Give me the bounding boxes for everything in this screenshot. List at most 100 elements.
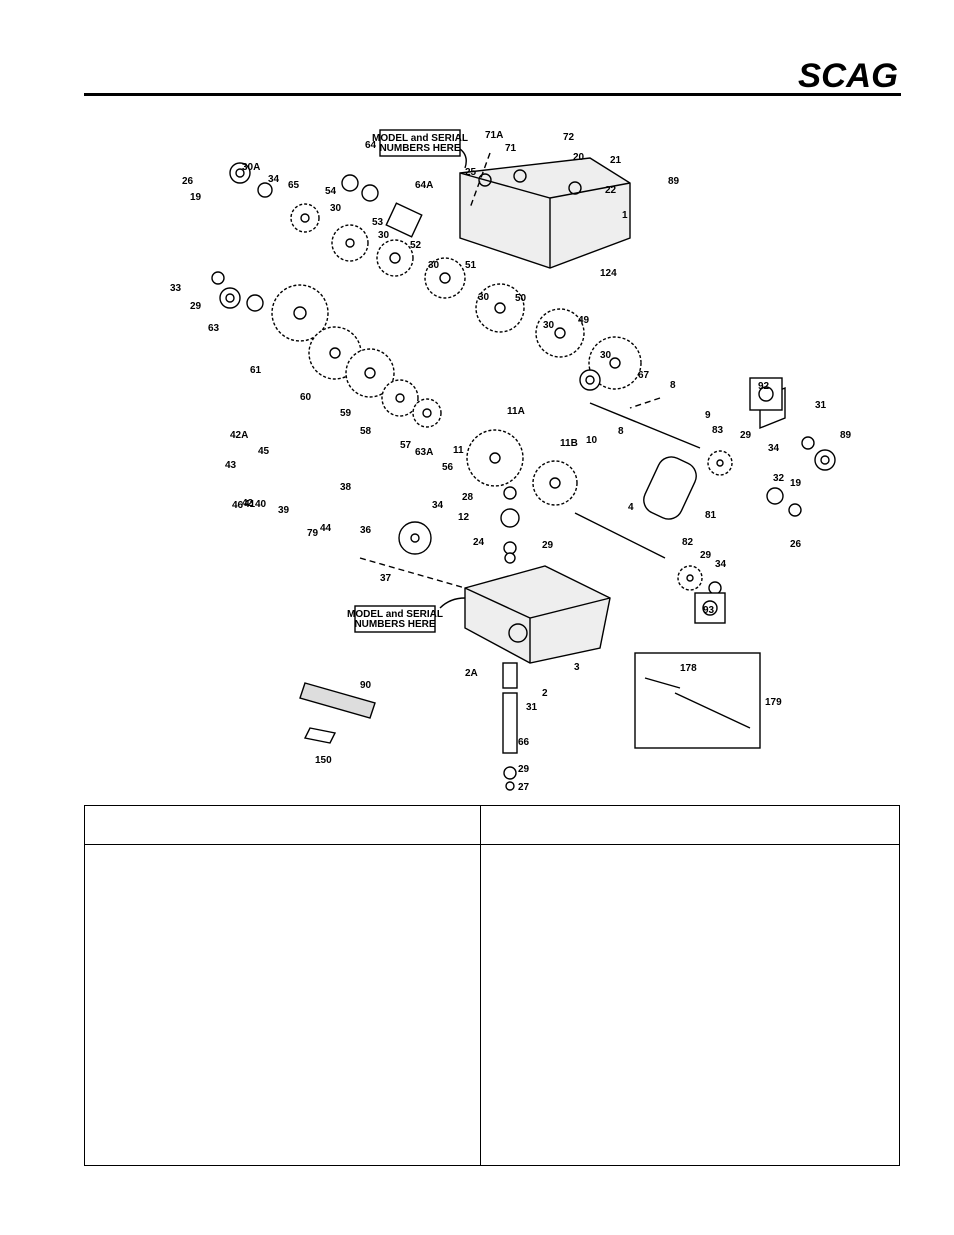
transmission-exploded-diagram: MODEL and SERIAL NUMBERS HERE MODEL and … [170, 129, 852, 793]
part-number-label: 29 [700, 550, 712, 561]
part-number-label: 11A [507, 406, 525, 417]
part-number-label: 30A [242, 162, 260, 173]
svg-text:MODEL and SERIAL: MODEL and SERIAL [372, 133, 468, 144]
part-number-label: 92 [758, 381, 770, 392]
part-number-label: 29 [740, 430, 752, 441]
part-number-label: 26 [790, 539, 802, 550]
part-number-label: 34 [432, 500, 444, 511]
part-number-label: 41 [244, 499, 256, 510]
part-number-label: 4 [628, 502, 634, 513]
part-number-label: 44 [320, 523, 332, 534]
svg-text:MODEL and SERIAL: MODEL and SERIAL [347, 609, 443, 620]
table-column-divider [480, 806, 481, 1165]
part-number-label: 20 [573, 152, 585, 163]
part-number-label: 42 [242, 498, 254, 509]
table-header-row [85, 806, 899, 845]
part-number-label: 179 [765, 697, 782, 708]
part-number-label: 29 [518, 764, 530, 775]
part-number-label: 34 [715, 559, 727, 570]
part-number-label: 9 [705, 410, 711, 421]
part-number-label: 64A [415, 180, 433, 191]
svg-text:NUMBERS HERE: NUMBERS HERE [379, 143, 460, 154]
part-number-label: 90 [360, 680, 372, 691]
part-number-label: 29 [542, 540, 554, 551]
part-number-label: 150 [315, 755, 332, 766]
part-number-label: 27 [518, 782, 530, 793]
part-number-label: 66 [518, 737, 530, 748]
part-number-label: 178 [680, 663, 697, 674]
part-number-label: 63A [415, 447, 433, 458]
part-number-label: 50 [515, 293, 527, 304]
part-number-label: 54 [325, 186, 337, 197]
part-number-label: 60 [300, 392, 312, 403]
part-number-label: 24 [473, 537, 485, 548]
part-number-label: 30 [600, 350, 612, 361]
part-number-label: 71 [505, 143, 517, 154]
part-number-label: 31 [815, 400, 827, 411]
part-number-label: 31 [526, 702, 538, 713]
part-number-label: 93 [703, 605, 715, 616]
part-number-label: 51 [465, 260, 477, 271]
part-number-label: 57 [400, 440, 412, 451]
part-number-label: 67 [638, 370, 650, 381]
part-number-label: 72 [563, 132, 575, 143]
part-number-label: 1 [622, 210, 628, 221]
part-number-label: 30 [330, 203, 342, 214]
scag-logo: SCAG [798, 57, 898, 93]
part-number-label: 34 [768, 443, 780, 454]
part-number-label: 28 [462, 492, 474, 503]
header-rule [84, 93, 901, 96]
part-number-label: 19 [190, 192, 202, 203]
part-number-label: 89 [840, 430, 852, 441]
part-number-label: 30 [428, 260, 440, 271]
part-number-label: 22 [605, 185, 617, 196]
part-number-label: 3 [574, 662, 580, 673]
part-number-label: 10 [586, 435, 598, 446]
part-number-label: 45 [258, 446, 270, 457]
part-number-label: 71A [485, 130, 503, 141]
part-number-label: 79 [307, 528, 319, 539]
part-number-label: 59 [340, 408, 352, 419]
part-number-label: 64 [365, 140, 377, 151]
part-number-label: 11 [453, 445, 464, 456]
part-number-label: 65 [288, 180, 300, 191]
part-number-label: 11B [560, 438, 578, 449]
part-number-label: 52 [410, 240, 422, 251]
svg-text:SCAG: SCAG [798, 57, 898, 93]
part-number-label: 38 [340, 482, 352, 493]
part-number-label: 32 [773, 473, 785, 484]
part-number-label: 8 [618, 426, 624, 437]
part-number-label: 40 [255, 499, 267, 510]
part-number-label: 2A [465, 668, 478, 679]
part-number-label: 30 [478, 292, 490, 303]
part-number-label: 81 [705, 510, 717, 521]
part-number-label: 12 [458, 512, 470, 523]
part-number-label: 34 [268, 174, 280, 185]
part-number-label: 33 [170, 283, 182, 294]
part-number-label: 82 [682, 537, 694, 548]
svg-text:NUMBERS HERE: NUMBERS HERE [354, 619, 435, 630]
parts-list-table [84, 805, 900, 1166]
part-number-label: 29 [190, 301, 202, 312]
part-number-label: 89 [668, 176, 680, 187]
part-number-label: 63 [208, 323, 220, 334]
part-number-label: 30 [378, 230, 390, 241]
part-number-label: 46 [232, 500, 244, 511]
part-number-label: 42A [230, 430, 248, 441]
part-number-label: 30 [543, 320, 555, 331]
part-number-label: 39 [278, 505, 290, 516]
part-number-label: 25 [465, 167, 477, 178]
part-number-label: 43 [225, 460, 237, 471]
part-number-label: 61 [250, 365, 262, 376]
part-number-label: 37 [380, 573, 392, 584]
part-number-label: 53 [372, 217, 384, 228]
part-number-label: 83 [712, 425, 724, 436]
part-number-label: 56 [442, 462, 454, 473]
part-number-label: 2 [542, 688, 548, 699]
part-number-label: 19 [790, 478, 802, 489]
part-number-label: 49 [578, 315, 590, 326]
part-number-label: 58 [360, 426, 372, 437]
part-number-label: 36 [360, 525, 372, 536]
part-number-label: 26 [182, 176, 194, 187]
part-number-label: 21 [610, 155, 622, 166]
